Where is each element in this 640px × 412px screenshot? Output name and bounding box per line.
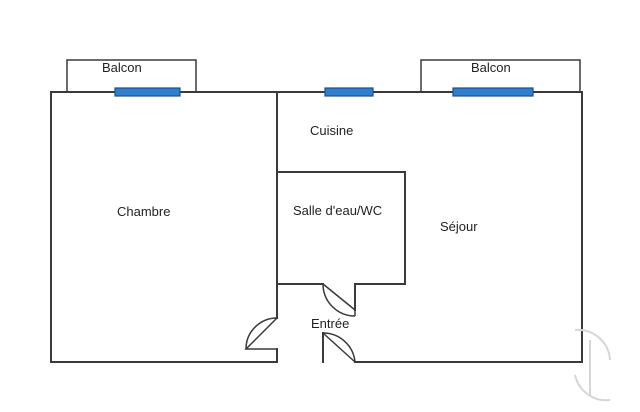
label-balcon-left: Balcon <box>102 60 142 75</box>
label-salle-eau: Salle d'eau/WC <box>293 203 382 218</box>
window-cuisine <box>324 87 374 97</box>
label-cuisine: Cuisine <box>310 123 353 138</box>
label-balcon-right: Balcon <box>471 60 511 75</box>
window-chambre <box>114 87 181 97</box>
window-sejour <box>452 87 534 97</box>
label-chambre: Chambre <box>117 204 170 219</box>
label-entree: Entrée <box>311 316 349 331</box>
bathroom-door <box>322 283 356 317</box>
balcony-left <box>66 59 197 92</box>
balcony-right <box>420 59 581 92</box>
interior-walls <box>276 91 406 363</box>
doors <box>244 283 356 363</box>
label-sejour: Séjour <box>440 219 478 234</box>
entrance-door <box>322 332 356 363</box>
windows <box>114 87 534 97</box>
watermark-logo <box>574 328 611 402</box>
bedroom-door <box>244 317 278 350</box>
